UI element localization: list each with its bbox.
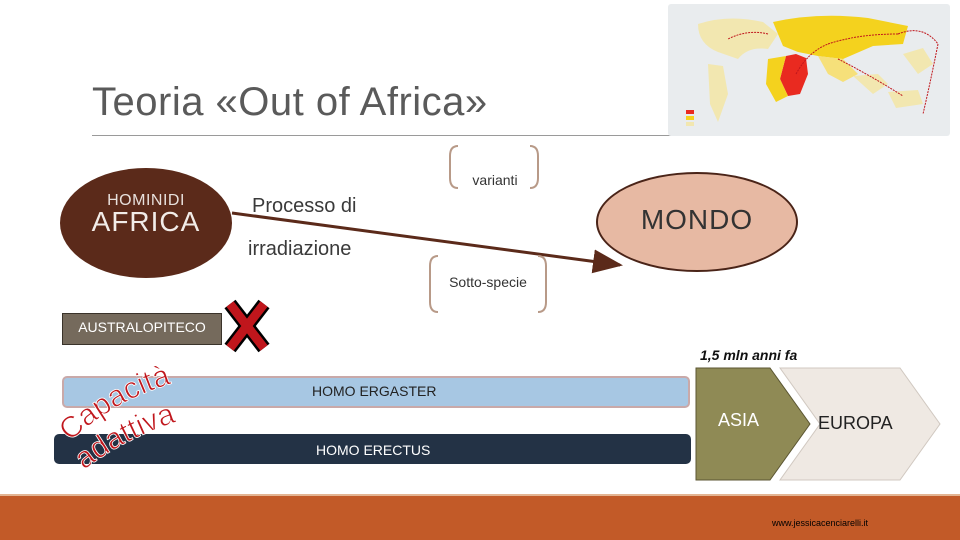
timeline-date: 1,5 mln anni fa [700, 347, 798, 363]
page-title: Teoria «Out of Africa» [92, 80, 488, 124]
capacita-adattiva-wordart: Capacità adattiva [52, 362, 179, 476]
title-divider [92, 135, 672, 136]
homo-ergaster-bar [62, 376, 690, 408]
process-label-top: Processo di [252, 195, 357, 217]
varianti-bracket-right [529, 145, 539, 189]
australopiteco-box [62, 313, 222, 345]
africa-label: AFRICA [91, 206, 201, 237]
sottospecie-bracket-left [429, 255, 439, 313]
homo-erectus-bar [54, 434, 691, 464]
homo-erectus-label: HOMO ERECTUS [316, 442, 431, 458]
asia-chevron [695, 367, 811, 481]
sottospecie-bracket-right [537, 255, 547, 313]
varianti-label: varianti [472, 172, 518, 188]
footer-divider [0, 494, 960, 496]
sottospecie-label: Sotto-specie [449, 274, 527, 290]
footer-band [0, 496, 960, 540]
irradiation-arrow [231, 211, 623, 274]
hominidi-label: HOMINIDI [107, 192, 185, 209]
process-label-bottom: irradiazione [248, 238, 352, 260]
migration-map-image [668, 4, 950, 136]
europa-label: EUROPA [818, 413, 893, 433]
mondo-label: MONDO [640, 204, 754, 235]
varianti-bracket-left [449, 145, 459, 189]
africa-oval [60, 168, 232, 278]
asia-label: ASIA [718, 410, 760, 430]
extinction-cross-icon [224, 299, 270, 353]
website-label: www.jessicacenciarelli.it [772, 518, 869, 528]
mondo-oval [596, 172, 798, 272]
australopiteco-label: AUSTRALOPITECO [78, 319, 206, 335]
homo-ergaster-label: HOMO ERGASTER [312, 383, 437, 399]
europa-chevron [779, 367, 941, 481]
